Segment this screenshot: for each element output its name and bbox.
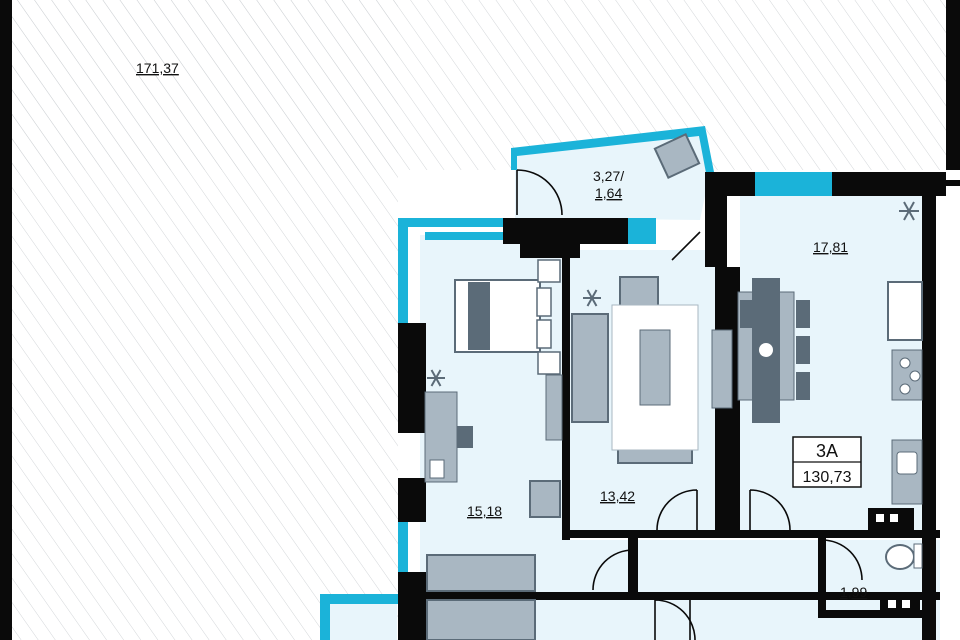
apartment-badge: 3A 130,73 bbox=[792, 436, 862, 488]
terrace-area-label: 171,37 bbox=[136, 60, 179, 76]
balcony-area-bottom: 1,64 bbox=[595, 185, 622, 201]
desk bbox=[424, 391, 473, 483]
toilet-icon bbox=[885, 543, 923, 570]
bath-area: 1,99 bbox=[840, 584, 867, 600]
balcony-area-top: 3,27/ bbox=[593, 168, 624, 184]
apartment-total-area: 130,73 bbox=[803, 469, 852, 486]
kitchen-area: 17,81 bbox=[813, 239, 848, 255]
sink-icon bbox=[891, 439, 923, 505]
wardrobe bbox=[537, 259, 563, 441]
door-swing-icon bbox=[516, 169, 863, 640]
stove-icon bbox=[887, 281, 923, 401]
armchair-icon bbox=[529, 132, 701, 518]
windows bbox=[320, 126, 832, 640]
snowflake-icon bbox=[427, 201, 919, 387]
sofa-icon bbox=[426, 313, 693, 640]
apartment-type: 3A bbox=[816, 441, 838, 461]
bedroom-area: 15,18 bbox=[467, 503, 502, 519]
living-area: 13,42 bbox=[600, 488, 635, 504]
table-icon bbox=[611, 278, 810, 451]
bed-icon bbox=[454, 279, 552, 353]
